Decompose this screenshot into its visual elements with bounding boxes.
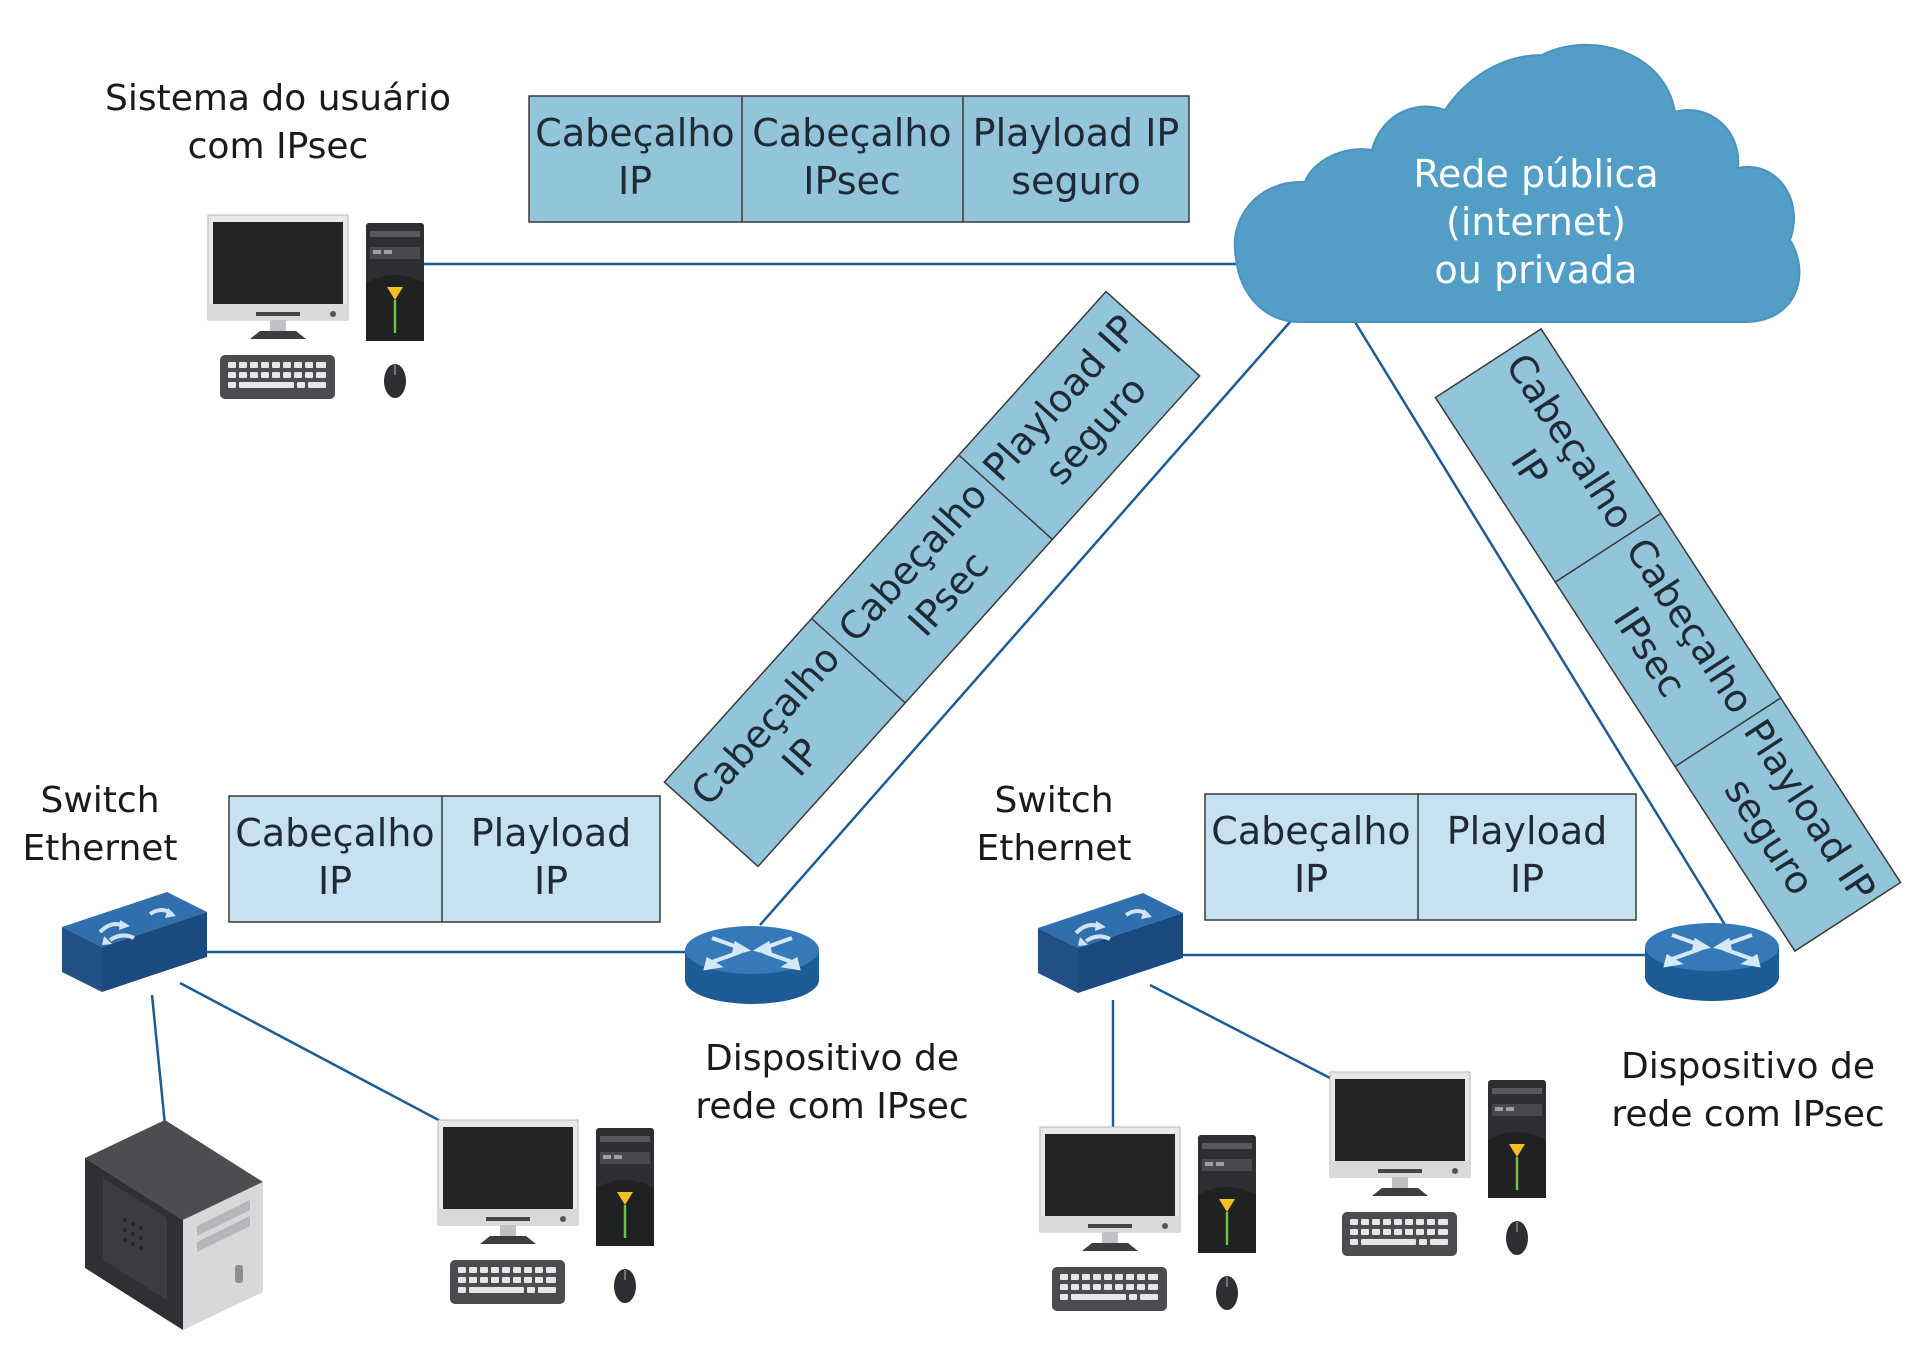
ethernet-switch-left-icon [60,890,209,994]
packet-top-cell2-line1: Cabeçalho [752,111,951,155]
switch-left-label-line1: Switch [40,780,159,821]
packet-plain-right-cell1-line2: IP [1294,857,1328,901]
link-cloud-to-right-router [1353,321,1732,934]
packet-top-cell1-line2: IP [618,159,652,203]
router-left-label-line1: Dispositivo de [705,1038,959,1079]
packet-plain-left-cell2-line1: Playload [471,811,631,855]
packet-plain-right-cell2-line1: Playload [1447,809,1607,853]
cloud-icon [1233,43,1801,323]
router-left-icon [683,924,821,1006]
switch-left-label-line2: Ethernet [22,828,177,869]
switch-right-label-line2: Ethernet [976,828,1131,869]
packet-plain-right: Cabeçalho IP Playload IP [1204,793,1637,921]
packet-plain-left: Cabeçalho IP Playload IP [228,795,661,923]
link-left-switch-to-pc [179,981,449,1127]
switch-right-label-line1: Switch [994,780,1113,821]
link-right-switch-to-pc2 [1149,983,1331,1080]
server-tower-icon [85,1120,263,1330]
user-system-label-line2: com IPsec [188,126,369,167]
link-cloud-to-left-router [759,321,1291,926]
lan-right-workstation2-icon [1328,1070,1548,1258]
user-workstation-icon [206,213,426,401]
packet-plain-left-cell1-line1: Cabeçalho [235,811,434,855]
cloud-label-line1: Rede pública [1413,152,1658,196]
packet-top-cell2-line2: IPsec [803,159,901,203]
packet-plain-right-cell2-line2: IP [1510,857,1544,901]
lan-left-workstation-icon [436,1118,656,1306]
packet-top-cell3-line1: Playload IP [973,111,1180,155]
link-left-switch-to-server [150,994,167,1126]
packet-plain-left-cell1-line2: IP [318,859,352,903]
packet-plain-right-cell1-line1: Cabeçalho [1211,809,1410,853]
packet-secure-diagonal-left: Cabeçalho IP Cabeçalho IPsec Playload IP… [663,290,1201,868]
router-right-icon [1643,921,1781,1003]
router-left-label-line2: rede com IPsec [695,1086,968,1127]
router-right-label-line1: Dispositivo de [1621,1046,1875,1087]
packet-top-cell1-line1: Cabeçalho [535,111,734,155]
ethernet-switch-right-icon [1036,891,1185,995]
packet-secure-top: Cabeçalho IP Cabeçalho IPsec Playload IP… [528,95,1190,223]
cloud-label-line2: (internet) [1446,200,1626,244]
user-system-label-line1: Sistema do usuário [105,78,451,119]
router-right-label-line2: rede com IPsec [1611,1094,1884,1135]
lan-right-workstation1-icon [1038,1125,1258,1313]
packet-plain-left-cell2-line2: IP [534,859,568,903]
cloud-label-line3: ou privada [1435,248,1638,292]
packet-top-cell3-line2: seguro [1011,159,1140,203]
